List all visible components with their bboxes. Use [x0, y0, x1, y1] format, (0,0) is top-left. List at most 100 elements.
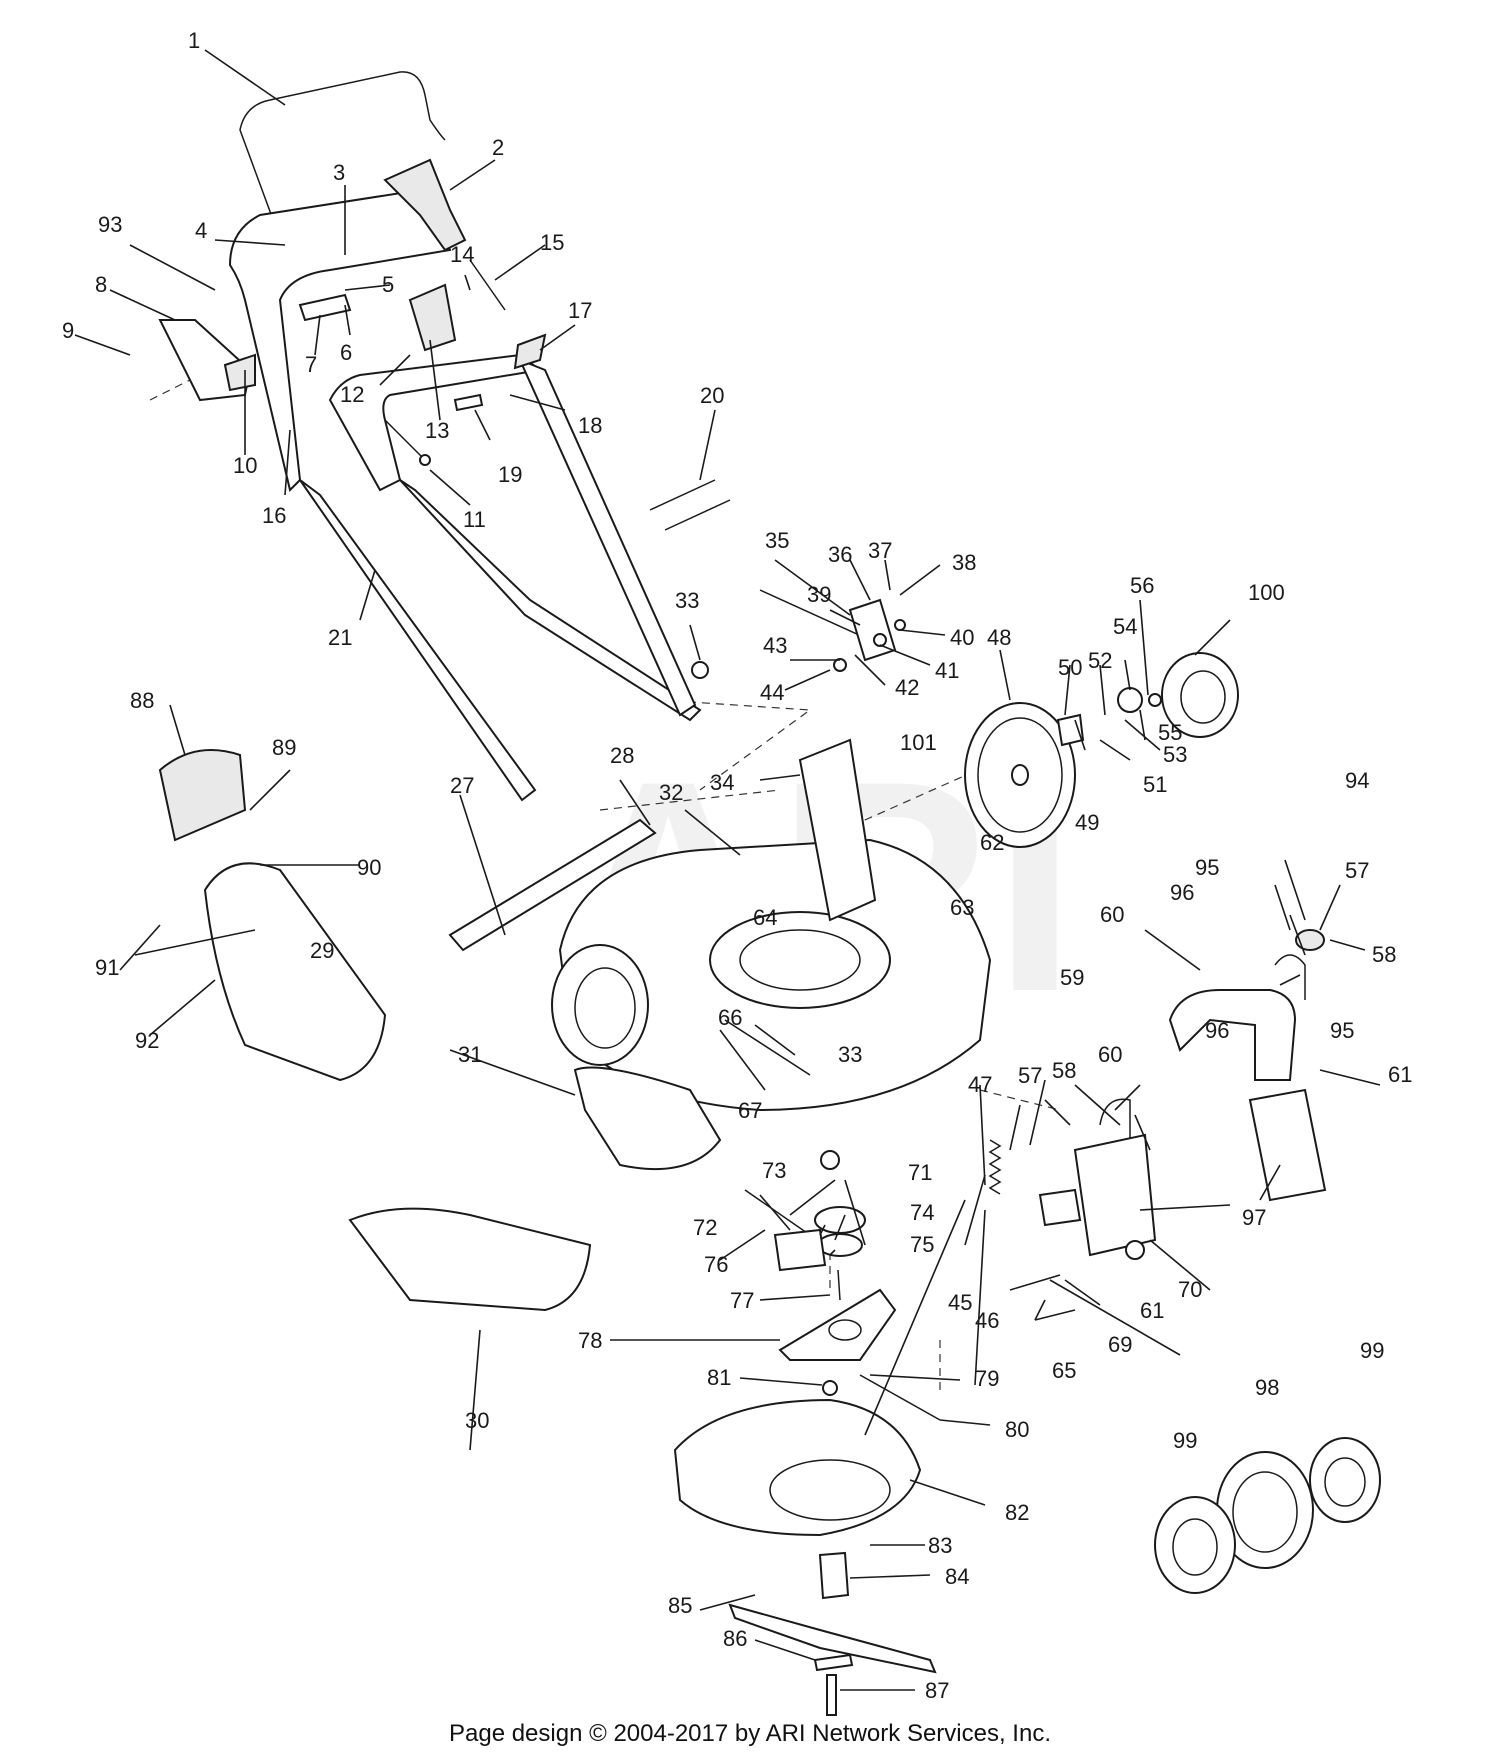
blade-bolt — [826, 1674, 837, 1716]
callout-42: 42 — [895, 675, 919, 700]
callout-63: 63 — [950, 895, 974, 920]
handle-frame — [228, 188, 702, 802]
cable-nut — [822, 1380, 838, 1396]
callout-55: 55 — [1158, 720, 1182, 745]
callout-50: 50 — [1058, 655, 1082, 680]
cable-guide — [408, 283, 457, 352]
brake-lever — [298, 293, 352, 322]
callout-61-upper: 61 — [1388, 1062, 1412, 1087]
callout-80: 80 — [1005, 1417, 1029, 1442]
callout-58-upper: 58 — [1372, 942, 1396, 967]
upper-handle — [239, 71, 446, 226]
deck-wheel — [551, 944, 649, 1066]
callout-75: 75 — [910, 1232, 934, 1257]
callout-94: 94 — [1345, 768, 1369, 793]
callout-14: 14 — [450, 242, 474, 267]
callout-47: 47 — [968, 1072, 992, 1097]
callout-1: 1 — [188, 28, 200, 53]
callout-73: 73 — [762, 1158, 786, 1183]
callout-81: 81 — [707, 1365, 731, 1390]
deck-wheel-hub — [574, 967, 636, 1049]
handle-knob — [691, 661, 709, 679]
callout-52: 52 — [1088, 648, 1112, 673]
callout-31: 31 — [458, 1042, 482, 1067]
callout-45: 45 — [948, 1290, 972, 1315]
cable-tie — [649, 479, 716, 511]
mower-blade — [728, 1603, 937, 1674]
front-axle-lower — [1034, 1098, 1157, 1321]
callout-74: 74 — [910, 1200, 934, 1225]
callout-53: 53 — [1163, 742, 1187, 767]
callout-9: 9 — [62, 318, 74, 343]
callout-86: 86 — [723, 1626, 747, 1651]
callout-57-upper: 57 — [1345, 858, 1369, 883]
baffle — [673, 1398, 922, 1537]
callout-15: 15 — [540, 230, 564, 255]
copyright-footer: Page design © 2004-2017 by ARI Network S… — [448, 1720, 1051, 1747]
callout-30: 30 — [465, 1408, 489, 1433]
height-spring — [988, 1139, 1002, 1195]
callout-33-lower: 33 — [838, 1042, 862, 1067]
callout-17: 17 — [568, 298, 592, 323]
callout-6: 6 — [340, 340, 352, 365]
callout-84: 84 — [945, 1564, 969, 1589]
callout-64: 64 — [753, 905, 777, 930]
callout-20: 20 — [700, 383, 724, 408]
callout-41: 41 — [935, 658, 959, 683]
drive-cable — [859, 1374, 941, 1421]
callout-72: 72 — [693, 1215, 717, 1240]
callout-12: 12 — [340, 382, 364, 407]
bail-cover — [383, 158, 467, 252]
callout-44: 44 — [760, 680, 784, 705]
callout-4: 4 — [195, 218, 207, 243]
callout-62: 62 — [980, 830, 1004, 855]
front-wheel — [1154, 1437, 1381, 1594]
callout-76: 76 — [704, 1252, 728, 1277]
callout-57-lower: 57 — [1018, 1063, 1042, 1088]
callout-66: 66 — [718, 1005, 742, 1030]
callout-13: 13 — [425, 418, 449, 443]
callout-100: 100 — [1248, 580, 1285, 605]
callout-8: 8 — [95, 272, 107, 297]
callout-16: 16 — [262, 503, 286, 528]
callout-60-upper: 60 — [1100, 902, 1124, 927]
plate-hole — [828, 1319, 862, 1341]
callout-99-right: 99 — [1360, 1338, 1384, 1363]
front-axle-upper — [1168, 929, 1327, 1202]
callout-11: 11 — [463, 507, 486, 532]
callout-36: 36 — [828, 542, 852, 567]
callout-35: 35 — [765, 528, 789, 553]
callout-95-lower: 95 — [1330, 1018, 1354, 1043]
callout-91: 91 — [95, 955, 119, 980]
adjuster-nut — [1125, 1240, 1145, 1260]
callout-59: 59 — [1060, 965, 1084, 990]
control-box — [223, 353, 256, 392]
hubcap-inner — [1180, 670, 1226, 724]
callout-48: 48 — [987, 625, 1011, 650]
callout-60-lower: 60 — [1098, 1042, 1122, 1067]
blade-adapter — [818, 1551, 850, 1600]
callout-54: 54 — [1113, 614, 1137, 639]
adjuster-rod — [1009, 1274, 1061, 1291]
callout-85: 85 — [668, 1593, 692, 1618]
callout-32: 32 — [659, 780, 683, 805]
callout-67: 67 — [738, 1098, 762, 1123]
callout-2: 2 — [492, 135, 504, 160]
callout-99-left: 99 — [1173, 1428, 1197, 1453]
callout-93: 93 — [98, 212, 122, 237]
cable-tie-2 — [664, 499, 731, 531]
callout-96-lower: 96 — [1205, 1018, 1229, 1043]
callout-90: 90 — [357, 855, 381, 880]
callout-5: 5 — [382, 272, 394, 297]
clip-end — [419, 454, 431, 466]
grass-bag — [203, 862, 387, 1082]
callout-83: 83 — [928, 1533, 952, 1558]
callout-10: 10 — [233, 453, 257, 478]
callout-29: 29 — [310, 938, 334, 963]
callout-3: 3 — [333, 160, 345, 185]
callout-78: 78 — [578, 1328, 602, 1353]
bag-frame — [158, 749, 247, 842]
callout-92: 92 — [135, 1028, 159, 1053]
leader-lines — [74, 49, 1381, 1691]
